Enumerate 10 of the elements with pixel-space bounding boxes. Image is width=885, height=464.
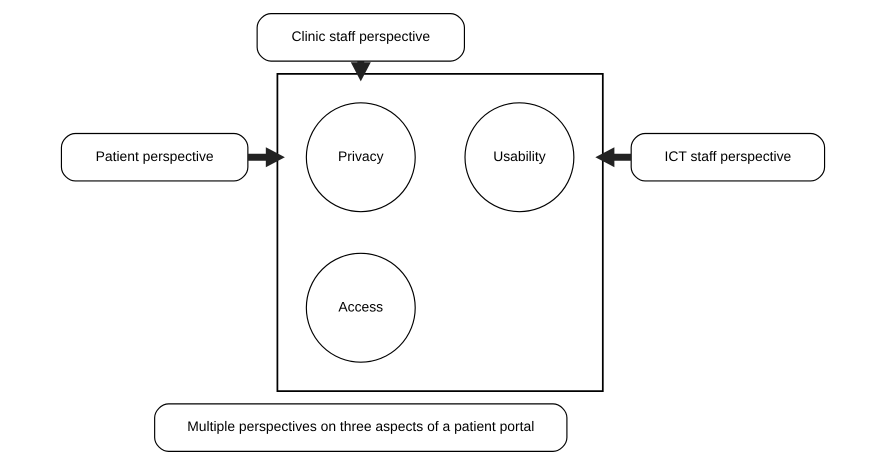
node-box: ICT staff perspective	[630, 132, 825, 182]
node-circle: Privacy	[305, 102, 416, 212]
arrow	[594, 146, 631, 167]
node-box: Patient perspective	[60, 132, 248, 182]
cluster	[276, 72, 604, 392]
node-box: Multiple perspectives on three aspects of a patient portal	[154, 402, 567, 452]
arrow	[248, 146, 284, 167]
node-circle: Access	[305, 252, 416, 362]
node-box: Clinic staff perspective	[256, 12, 464, 62]
node-circle: Usability	[464, 102, 574, 212]
